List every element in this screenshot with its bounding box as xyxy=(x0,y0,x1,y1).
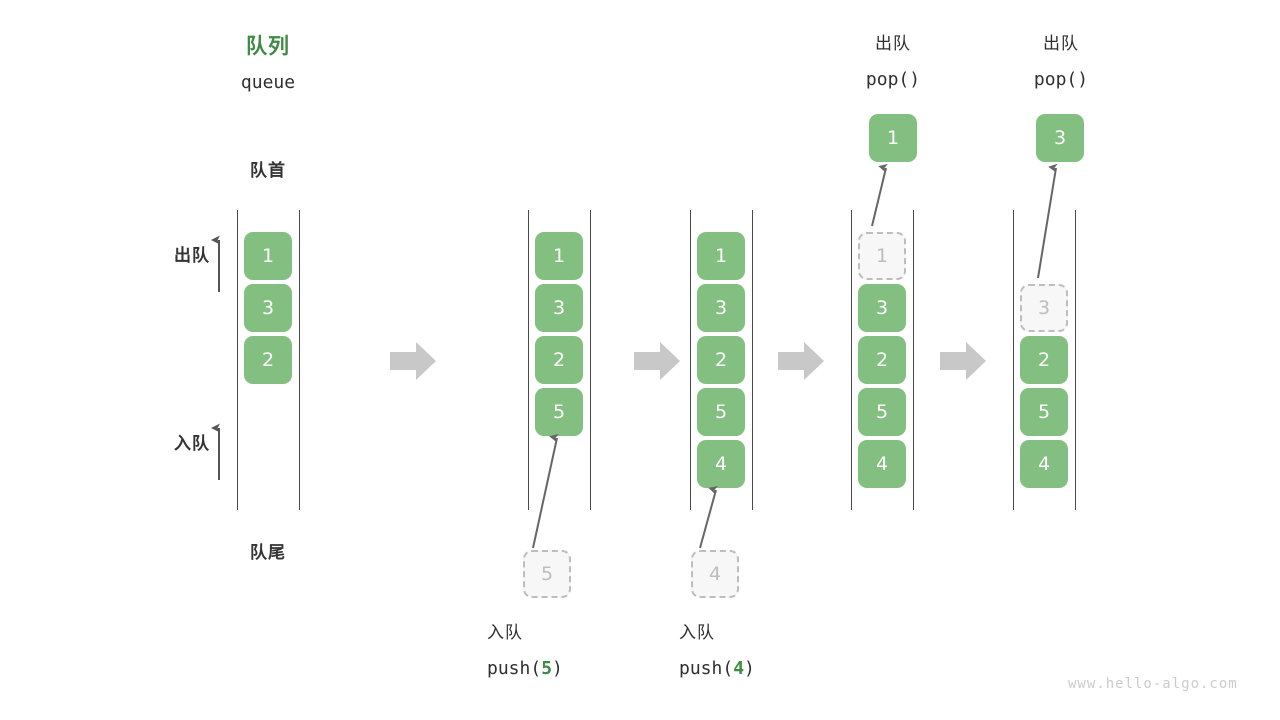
queue-cell: 1 xyxy=(244,232,292,280)
queue-cell: 3 xyxy=(535,284,583,332)
dequeue-direction-label: 出队 xyxy=(174,246,210,266)
queue-rail-right xyxy=(1075,210,1076,510)
queue-rail-left xyxy=(237,210,238,510)
pop-header-cn: 出队 xyxy=(875,34,911,54)
dequeue-direction-arrow-icon xyxy=(211,235,220,292)
push-caption-code: push(4) xyxy=(679,660,839,678)
queue-cell: 5 xyxy=(858,388,906,436)
queue-cell: 2 xyxy=(858,336,906,384)
queue-cell: 5 xyxy=(697,388,745,436)
queue-cell: 3 xyxy=(697,284,745,332)
enqueue-direction-label: 入队 xyxy=(174,434,210,454)
pop-motion-arrow-icon xyxy=(871,163,889,227)
push-caption-cn: 入队 xyxy=(679,623,715,643)
queue-rail-left xyxy=(851,210,852,510)
queue-cell: 2 xyxy=(535,336,583,384)
push-code-suffix: ) xyxy=(552,658,563,679)
queue-cell: 4 xyxy=(1020,440,1068,488)
push-code-arg: 4 xyxy=(733,658,745,679)
queue-cell: 5 xyxy=(535,388,583,436)
push-caption-cn: 入队 xyxy=(487,623,523,643)
push-motion-arrow-icon xyxy=(699,485,719,549)
queue-cell: 2 xyxy=(1020,336,1068,384)
queue-title-en: queue xyxy=(240,72,296,93)
queue-rail-right xyxy=(752,210,753,510)
enqueue-direction-arrow-icon xyxy=(211,423,220,480)
queue-cell-removed: 1 xyxy=(858,232,906,280)
push-caption-code: push(5) xyxy=(487,660,647,678)
push-code-prefix: push( xyxy=(487,658,542,679)
transition-arrow-icon xyxy=(390,342,436,380)
queue-cell: 1 xyxy=(697,232,745,280)
queue-cell: 2 xyxy=(244,336,292,384)
queue-cell: 3 xyxy=(244,284,292,332)
queue-rail-right xyxy=(913,210,914,510)
incoming-element-placeholder: 4 xyxy=(691,550,739,598)
queue-cell: 4 xyxy=(858,440,906,488)
push-code-suffix: ) xyxy=(744,658,755,679)
watermark: www.hello-algo.com xyxy=(1068,676,1238,692)
pop-header-cn: 出队 xyxy=(1043,34,1079,54)
queue-rail-right xyxy=(590,210,591,510)
pop-motion-arrow-icon xyxy=(1037,163,1058,279)
transition-arrow-icon xyxy=(940,342,986,380)
queue-cell: 3 xyxy=(858,284,906,332)
queue-cell: 1 xyxy=(535,232,583,280)
push-code-arg: 5 xyxy=(541,658,553,679)
queue-cell: 5 xyxy=(1020,388,1068,436)
incoming-element-placeholder: 5 xyxy=(523,550,571,598)
queue-tail-label: 队尾 xyxy=(250,543,286,563)
queue-title-cn: 队列 xyxy=(246,34,290,58)
queue-cell: 2 xyxy=(697,336,745,384)
transition-arrow-icon xyxy=(634,342,680,380)
transition-arrow-icon xyxy=(778,342,824,380)
queue-rail-left xyxy=(528,210,529,510)
pop-header-code: pop() xyxy=(865,69,921,90)
push-code-prefix: push( xyxy=(679,658,734,679)
popped-element: 3 xyxy=(1036,114,1084,162)
queue-rail-right xyxy=(299,210,300,510)
queue-rail-left xyxy=(690,210,691,510)
queue-cell-removed: 3 xyxy=(1020,284,1068,332)
queue-head-label: 队首 xyxy=(250,161,286,181)
queue-rail-left xyxy=(1013,210,1014,510)
popped-element: 1 xyxy=(869,114,917,162)
push-motion-arrow-icon xyxy=(532,433,559,549)
pop-header-code: pop() xyxy=(1033,69,1089,90)
queue-cell: 4 xyxy=(697,440,745,488)
